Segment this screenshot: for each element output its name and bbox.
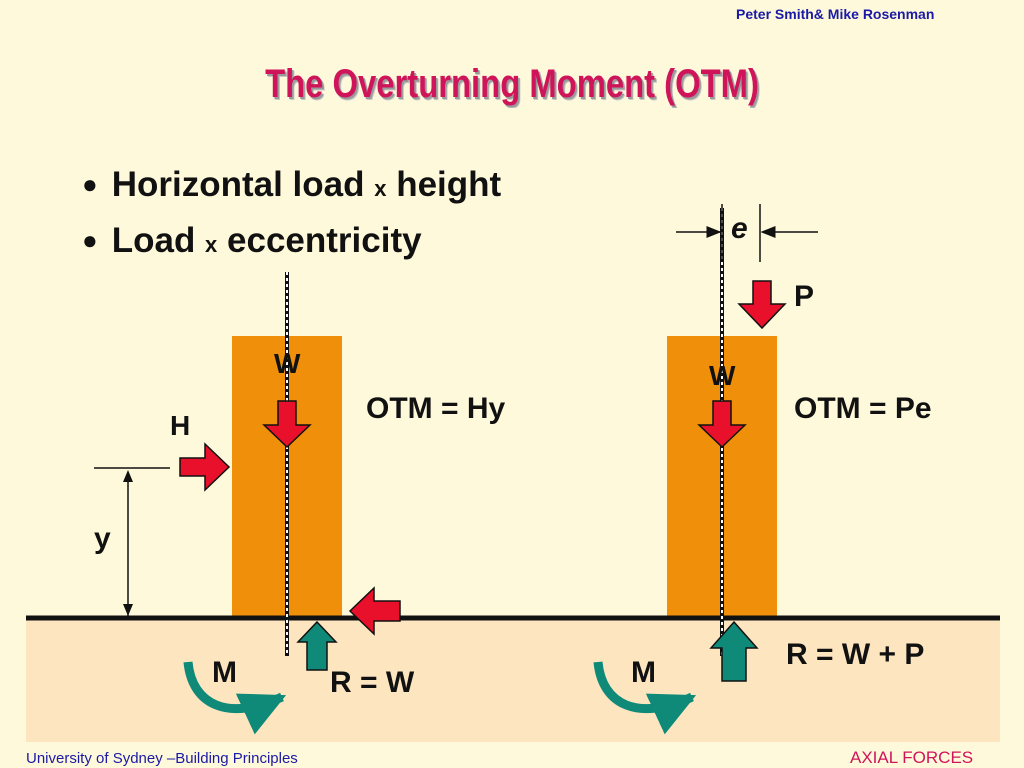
right-otm-equation: OTM = Pe — [794, 392, 932, 425]
bullet-item: ●Load x eccentricity — [82, 221, 422, 260]
author-credit: Peter Smith& Mike Rosenman — [736, 6, 935, 22]
right-reaction-label: R = W + P — [786, 638, 925, 671]
left-moment-arrow — [183, 661, 287, 735]
bullet-list: ●Horizontal load x height ●Load x eccent… — [82, 162, 501, 274]
right-weight-arrow — [697, 400, 747, 449]
external-load-arrow — [737, 280, 787, 330]
left-weight-arrow — [262, 400, 312, 449]
left-otm-equation: OTM = Hy — [366, 392, 506, 425]
external-load-label: P — [794, 280, 815, 313]
bullet-item: ●Horizontal load x height — [82, 165, 502, 204]
right-moment-arrow — [593, 661, 697, 735]
eccentricity-label: e — [731, 212, 748, 245]
right-weight-label: W — [709, 360, 736, 391]
left-reaction-arrow — [296, 620, 338, 671]
slide-title: The Overturning Moment (OTM) — [265, 62, 759, 106]
footer-section: AXIAL FORCES — [850, 748, 974, 767]
right-reaction-arrow — [709, 620, 759, 682]
y-dimension-arrowhead-bottom — [123, 604, 133, 616]
base-shear-arrow — [348, 586, 401, 636]
left-moment-label: M — [212, 656, 237, 689]
horizontal-load-arrow — [179, 442, 231, 492]
footer-institution: University of Sydney –Building Principle… — [26, 750, 298, 767]
y-dimension-arrowhead-top — [123, 470, 133, 482]
height-label: y — [94, 522, 111, 555]
horizontal-load-label: H — [170, 410, 191, 441]
right-moment-label: M — [631, 656, 656, 689]
left-reaction-label: R = W — [330, 666, 415, 699]
bullet-dot-icon: ● — [82, 225, 98, 255]
left-weight-label: W — [274, 348, 301, 379]
bullet-dot-icon: ● — [82, 169, 98, 199]
